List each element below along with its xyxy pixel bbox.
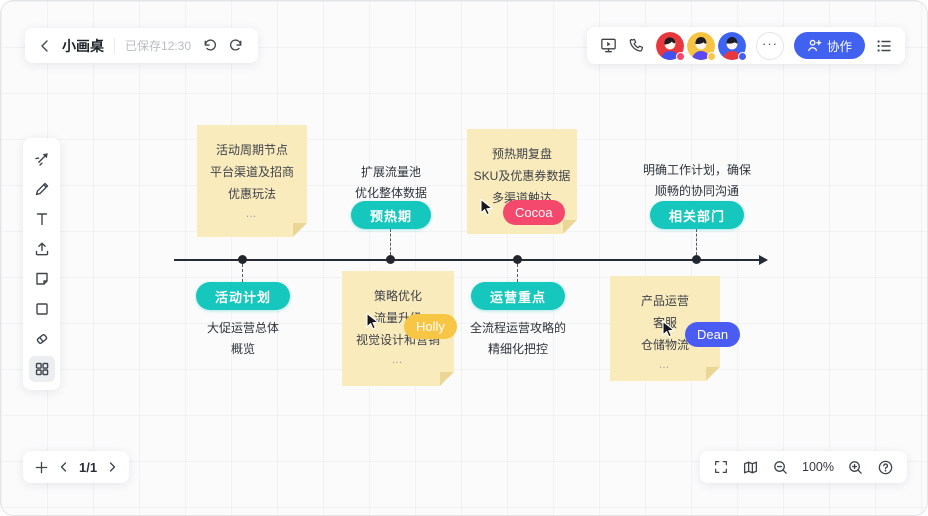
- connector: [242, 264, 243, 282]
- presence-dot: [706, 51, 716, 61]
- note-line: SKU及优惠券数据: [473, 169, 571, 183]
- zoom-in-icon[interactable]: [847, 459, 864, 476]
- header-left-bar: 小画桌 已保存12:30: [25, 28, 259, 63]
- text-line: 大促运营总体: [206, 321, 279, 335]
- sticky-note-tool-icon[interactable]: [29, 266, 55, 292]
- text-line: 明确工作计划，确保: [642, 163, 751, 177]
- text-line: 优化整体数据: [354, 186, 427, 200]
- text-tool-icon[interactable]: [29, 206, 55, 232]
- remote-cursor-holly: Holly: [364, 312, 457, 339]
- cursor-arrow-icon: [366, 312, 380, 330]
- milestone-pill[interactable]: 活动计划: [195, 282, 291, 310]
- text-line: 全流程运营攻略的: [469, 321, 566, 335]
- add-page-icon[interactable]: [34, 460, 49, 475]
- collaborate-label: 协作: [826, 40, 852, 54]
- collaborate-button[interactable]: 协作: [793, 32, 865, 59]
- cursor-arrow-icon: [480, 198, 494, 216]
- help-icon[interactable]: [877, 459, 894, 476]
- presence-dot: [737, 51, 747, 61]
- back-icon[interactable]: [38, 39, 52, 53]
- note-line: 优惠玩法: [227, 187, 276, 201]
- page-controls: 1/1: [23, 451, 130, 483]
- timeline-dot: [386, 255, 395, 264]
- more-icon[interactable]: ···: [755, 31, 784, 60]
- canvas-text[interactable]: 全流程运营攻略的 精细化把控: [433, 318, 603, 360]
- timeline-dot: [238, 255, 247, 264]
- canvas-text[interactable]: 扩展流量池 优化整体数据: [306, 162, 476, 204]
- note-line: 活动周期节点: [215, 143, 288, 157]
- collaborator-avatars: [655, 31, 747, 61]
- connector: [390, 229, 391, 255]
- cursor-arrow-icon: [662, 320, 676, 338]
- next-page-icon[interactable]: [106, 461, 118, 473]
- undo-icon[interactable]: [201, 37, 218, 54]
- list-menu-icon[interactable]: [875, 37, 893, 55]
- screen-share-icon[interactable]: [599, 36, 618, 55]
- save-status: 已保存12:30: [125, 39, 192, 53]
- page-indicator: 1/1: [79, 459, 98, 475]
- templates-tool-icon[interactable]: [28, 356, 55, 382]
- timeline-dot: [513, 255, 522, 264]
- note-line: 产品运营: [640, 294, 689, 308]
- connector: [517, 264, 518, 282]
- zoom-level[interactable]: 100%: [802, 460, 834, 474]
- note-fold: [440, 372, 454, 386]
- view-controls: 100%: [700, 451, 907, 483]
- shape-tool-icon[interactable]: [29, 296, 55, 322]
- note-line: 预热期复盘: [491, 147, 552, 161]
- phone-icon[interactable]: [628, 37, 646, 55]
- timeline-dot: [692, 255, 701, 264]
- avatar[interactable]: [655, 31, 685, 61]
- eraser-tool-icon[interactable]: [29, 326, 55, 352]
- divider: [114, 37, 115, 54]
- avatar[interactable]: [686, 31, 716, 61]
- milestone-pill[interactable]: 运营重点: [470, 282, 566, 310]
- header-right-bar: ··· 协作: [586, 27, 905, 64]
- fullscreen-icon[interactable]: [713, 459, 729, 475]
- pen-tool-icon[interactable]: [29, 176, 55, 202]
- note-more: …: [245, 208, 259, 220]
- cursor-name-pill: Dean: [685, 322, 741, 347]
- prev-page-icon[interactable]: [58, 461, 70, 473]
- text-line: 顺畅的协同沟通: [654, 184, 739, 198]
- text-line: 扩展流量池: [360, 165, 421, 179]
- select-tool-icon[interactable]: [29, 146, 55, 172]
- note-fold: [563, 220, 577, 234]
- note-fold: [706, 367, 720, 381]
- avatar[interactable]: [717, 31, 747, 61]
- zoom-out-icon[interactable]: [772, 459, 789, 476]
- sticky-note[interactable]: 活动周期节点 平台渠道及招商 优惠玩法 …: [197, 125, 307, 237]
- text-line: 精细化把控: [487, 342, 548, 356]
- canvas-text[interactable]: 明确工作计划，确保 顺畅的协同沟通: [612, 160, 782, 202]
- timeline-arrow[interactable]: [174, 255, 768, 265]
- milestone-pill[interactable]: 相关部门: [649, 201, 745, 229]
- cursor-name-pill: Holly: [404, 314, 457, 339]
- note-line: 仓储物流: [640, 338, 689, 352]
- canvas-text[interactable]: 大促运营总体 概览: [158, 318, 328, 360]
- note-more: …: [391, 354, 405, 366]
- upload-tool-icon[interactable]: [29, 236, 55, 262]
- presence-dot: [675, 51, 685, 61]
- connector: [696, 229, 697, 255]
- milestone-pill[interactable]: 预热期: [350, 201, 432, 229]
- note-fold: [293, 223, 307, 237]
- minimap-icon[interactable]: [742, 459, 759, 476]
- text-line: 概览: [230, 342, 255, 356]
- board-title[interactable]: 小画桌: [62, 37, 104, 54]
- tool-palette: [23, 138, 60, 390]
- redo-icon[interactable]: [228, 37, 245, 54]
- note-more: …: [658, 359, 672, 371]
- note-line: 策略优化: [373, 289, 422, 303]
- note-line: 平台渠道及招商: [209, 165, 294, 179]
- remote-cursor-dean: Dean: [660, 320, 741, 347]
- cursor-name-pill: Cocoa: [503, 200, 565, 225]
- remote-cursor-cocoa: Cocoa: [478, 198, 565, 225]
